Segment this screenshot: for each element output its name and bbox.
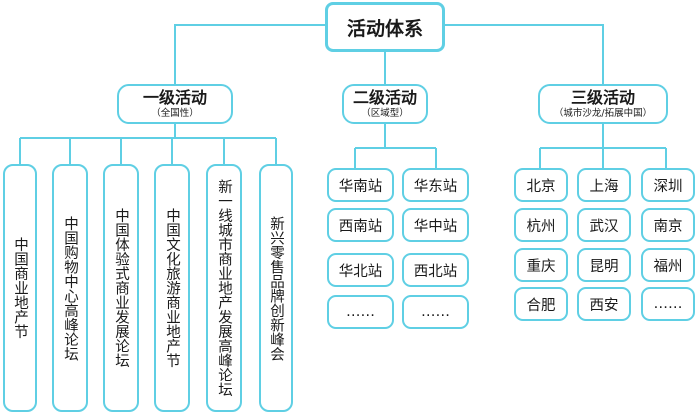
level-3-item: …… — [641, 287, 695, 321]
level-2-node: 二级活动 （区域型） — [342, 84, 428, 124]
level-2-item: 西北站 — [402, 253, 469, 287]
level-2-item-label: 华北站 — [338, 263, 383, 280]
root-label: 活动体系 — [346, 17, 423, 40]
level-3-title: 三级活动 — [570, 88, 635, 107]
level-2-item-label: 华中站 — [413, 218, 458, 235]
level-3-item-label: 昆明 — [589, 258, 619, 275]
level-3-node: 三级活动 （城市沙龙/拓展中国） — [538, 84, 668, 124]
level-2-item-label: 华东站 — [413, 178, 458, 195]
level-3-item-label: 武汉 — [589, 218, 619, 235]
level-1-item: 中国购物中心高峰论坛 — [52, 164, 88, 412]
level-3-item-label: …… — [653, 296, 683, 312]
level-3-item-label: 福州 — [653, 258, 683, 275]
level-1-item-label: 中国购物中心高峰论坛 — [62, 215, 78, 361]
root-node: 活动体系 — [325, 2, 445, 52]
level-1-title: 一级活动 — [142, 88, 207, 107]
level-1-item: 中国文化旅游商业地产节 — [154, 164, 190, 412]
level-2-item: …… — [327, 295, 394, 329]
level-2-item: 华中站 — [402, 208, 469, 242]
level-1-item: 新一线城市商业地产发展高峰论坛 — [206, 164, 242, 412]
level-1-item-label: 中国商业地产节 — [12, 237, 28, 339]
level-3-item-label: 南京 — [653, 218, 683, 235]
level-3-item: 武汉 — [577, 208, 631, 242]
level-3-item-label: 北京 — [526, 178, 556, 195]
level-2-item-label: …… — [421, 304, 450, 320]
level-3-item-label: 深圳 — [653, 178, 683, 195]
level-1-item: 中国体验式商业发展论坛 — [103, 164, 139, 412]
level-3-item: 杭州 — [514, 208, 568, 242]
level-2-item-label: 西南站 — [338, 218, 383, 235]
level-2-item-label: …… — [346, 304, 375, 320]
level-1-item-label: 中国文化旅游商业地产节 — [164, 208, 180, 368]
level-1-node: 一级活动 （全国性） — [117, 84, 233, 124]
level-1-item-label: 中国体验式商业发展论坛 — [113, 208, 129, 368]
level-1-item-label: 新兴零售品牌创新峰会 — [268, 215, 284, 361]
level-1-item-label: 新一线城市商业地产发展高峰论坛 — [216, 179, 232, 397]
level-3-item-label: 杭州 — [526, 218, 556, 235]
level-3-item: 西安 — [577, 287, 631, 321]
level-2-item: 华北站 — [327, 253, 394, 287]
level-3-item-label: 西安 — [589, 297, 619, 314]
level-2-item: …… — [402, 295, 469, 329]
level-2-item: 西南站 — [327, 208, 394, 242]
level-3-item: 福州 — [641, 248, 695, 282]
level-2-title: 二级活动 — [352, 88, 417, 107]
level-3-item: 合肥 — [514, 287, 568, 321]
level-2-item-label: 西北站 — [413, 263, 458, 280]
level-3-item-label: 重庆 — [526, 258, 556, 275]
level-3-item: 深圳 — [641, 168, 695, 202]
level-3-item: 南京 — [641, 208, 695, 242]
level-3-item-label: 合肥 — [526, 297, 556, 314]
level-3-item: 重庆 — [514, 248, 568, 282]
level-1-item: 中国商业地产节 — [3, 164, 37, 412]
level-2-item: 华东站 — [402, 168, 469, 202]
level-2-sub: （区域型） — [361, 108, 409, 119]
level-3-item: 北京 — [514, 168, 568, 202]
level-3-sub: （城市沙龙/拓展中国） — [553, 108, 653, 119]
level-2-item-label: 华南站 — [338, 178, 383, 195]
level-1-item: 新兴零售品牌创新峰会 — [259, 164, 293, 412]
level-2-item: 华南站 — [327, 168, 394, 202]
level-1-sub: （全国性） — [151, 108, 199, 119]
level-3-item-label: 上海 — [589, 178, 619, 195]
level-3-item: 上海 — [577, 168, 631, 202]
level-3-item: 昆明 — [577, 248, 631, 282]
